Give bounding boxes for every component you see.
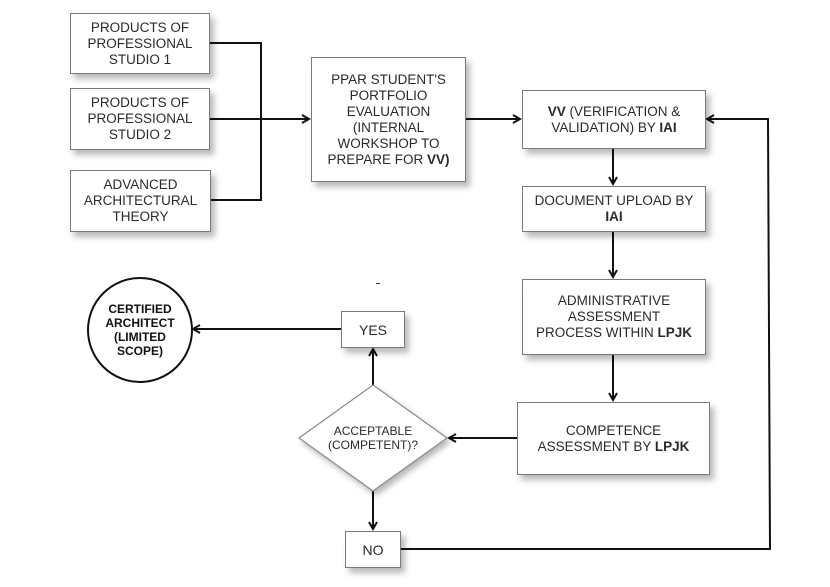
stray-mark: [376, 283, 380, 284]
node-text-part: (VERIFICATION &: [565, 103, 681, 119]
node-competence-assessment: COMPETENCE ASSESSMENT BY LPJK: [517, 402, 710, 475]
edge-no-vv: [400, 119, 772, 550]
node-text: PROFESSIONAL: [87, 35, 193, 51]
node-text: ADVANCED: [103, 177, 178, 192]
node-text: PPAR STUDENT'S: [331, 71, 446, 87]
node-text: ARCHITECT: [105, 316, 175, 330]
edge-studio1-merge: [209, 42, 262, 201]
node-text: ASSESSMENT BY LPJK: [538, 439, 690, 455]
node-text: YES: [358, 321, 387, 338]
node-text-bold: VV: [547, 103, 566, 119]
node-text: (INTERNAL: [352, 119, 425, 135]
node-text-bold: IAI: [605, 209, 623, 224]
node-document-upload: DOCUMENT UPLOAD BY IAI: [522, 186, 706, 232]
node-text: PORTFOLIO: [349, 87, 428, 103]
node-text: PROFESSIONAL: [87, 111, 193, 126]
node-yes: YES: [341, 311, 405, 348]
node-administrative-assessment: ADMINISTRATIVE ASSESSMENT PROCESS WITHIN…: [522, 279, 706, 355]
node-text: COMPETENCE: [565, 422, 662, 438]
node-text-bold: LPJK: [657, 325, 693, 340]
node-text: PROCESS WITHIN LPJK: [536, 325, 692, 341]
node-text-bold: IAI: [659, 119, 677, 135]
node-text: EVALUATION: [346, 103, 431, 119]
node-professional-studio-1: PRODUCTS OF PROFESSIONAL STUDIO 1: [70, 13, 210, 74]
node-text-part: VALIDATION) BY: [551, 119, 660, 135]
node-ppar-portfolio-evaluation: PPAR STUDENT'S PORTFOLIO EVALUATION (INT…: [311, 57, 466, 182]
node-text: SCOPE): [116, 344, 163, 358]
node-text: PRODUCTS OF: [90, 19, 190, 35]
node-no: NO: [345, 531, 401, 568]
node-text: NO: [362, 541, 384, 558]
node-text-bold: VV): [427, 151, 450, 167]
node-text: PRODUCTS OF: [90, 95, 190, 110]
node-advanced-architectural-theory: ADVANCED ARCHITECTURAL THEORY: [70, 170, 211, 232]
node-certified-architect: CERTIFIED ARCHITECT (LIMITED SCOPE): [87, 277, 193, 383]
node-text: WORKSHOP TO: [337, 135, 440, 151]
node-professional-studio-2: PRODUCTS OF PROFESSIONAL STUDIO 2: [70, 88, 210, 150]
node-text: VV (VERIFICATION &: [548, 104, 681, 120]
node-text: THEORY: [112, 209, 169, 224]
node-text: IAI: [535, 209, 694, 225]
node-text-part: ASSESSMENT BY: [537, 438, 655, 454]
node-text: DOCUMENT UPLOAD BY: [534, 193, 694, 208]
node-text: ASSESSMENT: [567, 309, 661, 324]
node-text: (COMPETENT)?: [328, 438, 418, 452]
decision-diamond: [297, 384, 449, 492]
node-text-part: PROCESS WITHIN: [535, 325, 658, 340]
node-text-part: PREPARE FOR: [327, 151, 427, 167]
node-text: ACCEPTABLE: [333, 424, 413, 438]
decision-label: ACCEPTABLE (COMPETENT)?: [313, 424, 433, 452]
node-text: (LIMITED: [113, 330, 166, 344]
node-text: ADMINISTRATIVE: [557, 293, 671, 308]
node-text: STUDIO 1: [108, 51, 172, 67]
node-vv-verification-validation: VV (VERIFICATION & VALIDATION) BY IAI: [522, 90, 706, 149]
node-text: STUDIO 2: [108, 127, 172, 142]
node-text: ARCHITECTURAL: [83, 193, 198, 208]
node-text: VALIDATION) BY IAI: [548, 120, 681, 136]
node-text: PREPARE FOR VV): [327, 152, 449, 168]
node-text: CERTIFIED: [108, 302, 172, 316]
node-text-bold: LPJK: [654, 438, 690, 454]
